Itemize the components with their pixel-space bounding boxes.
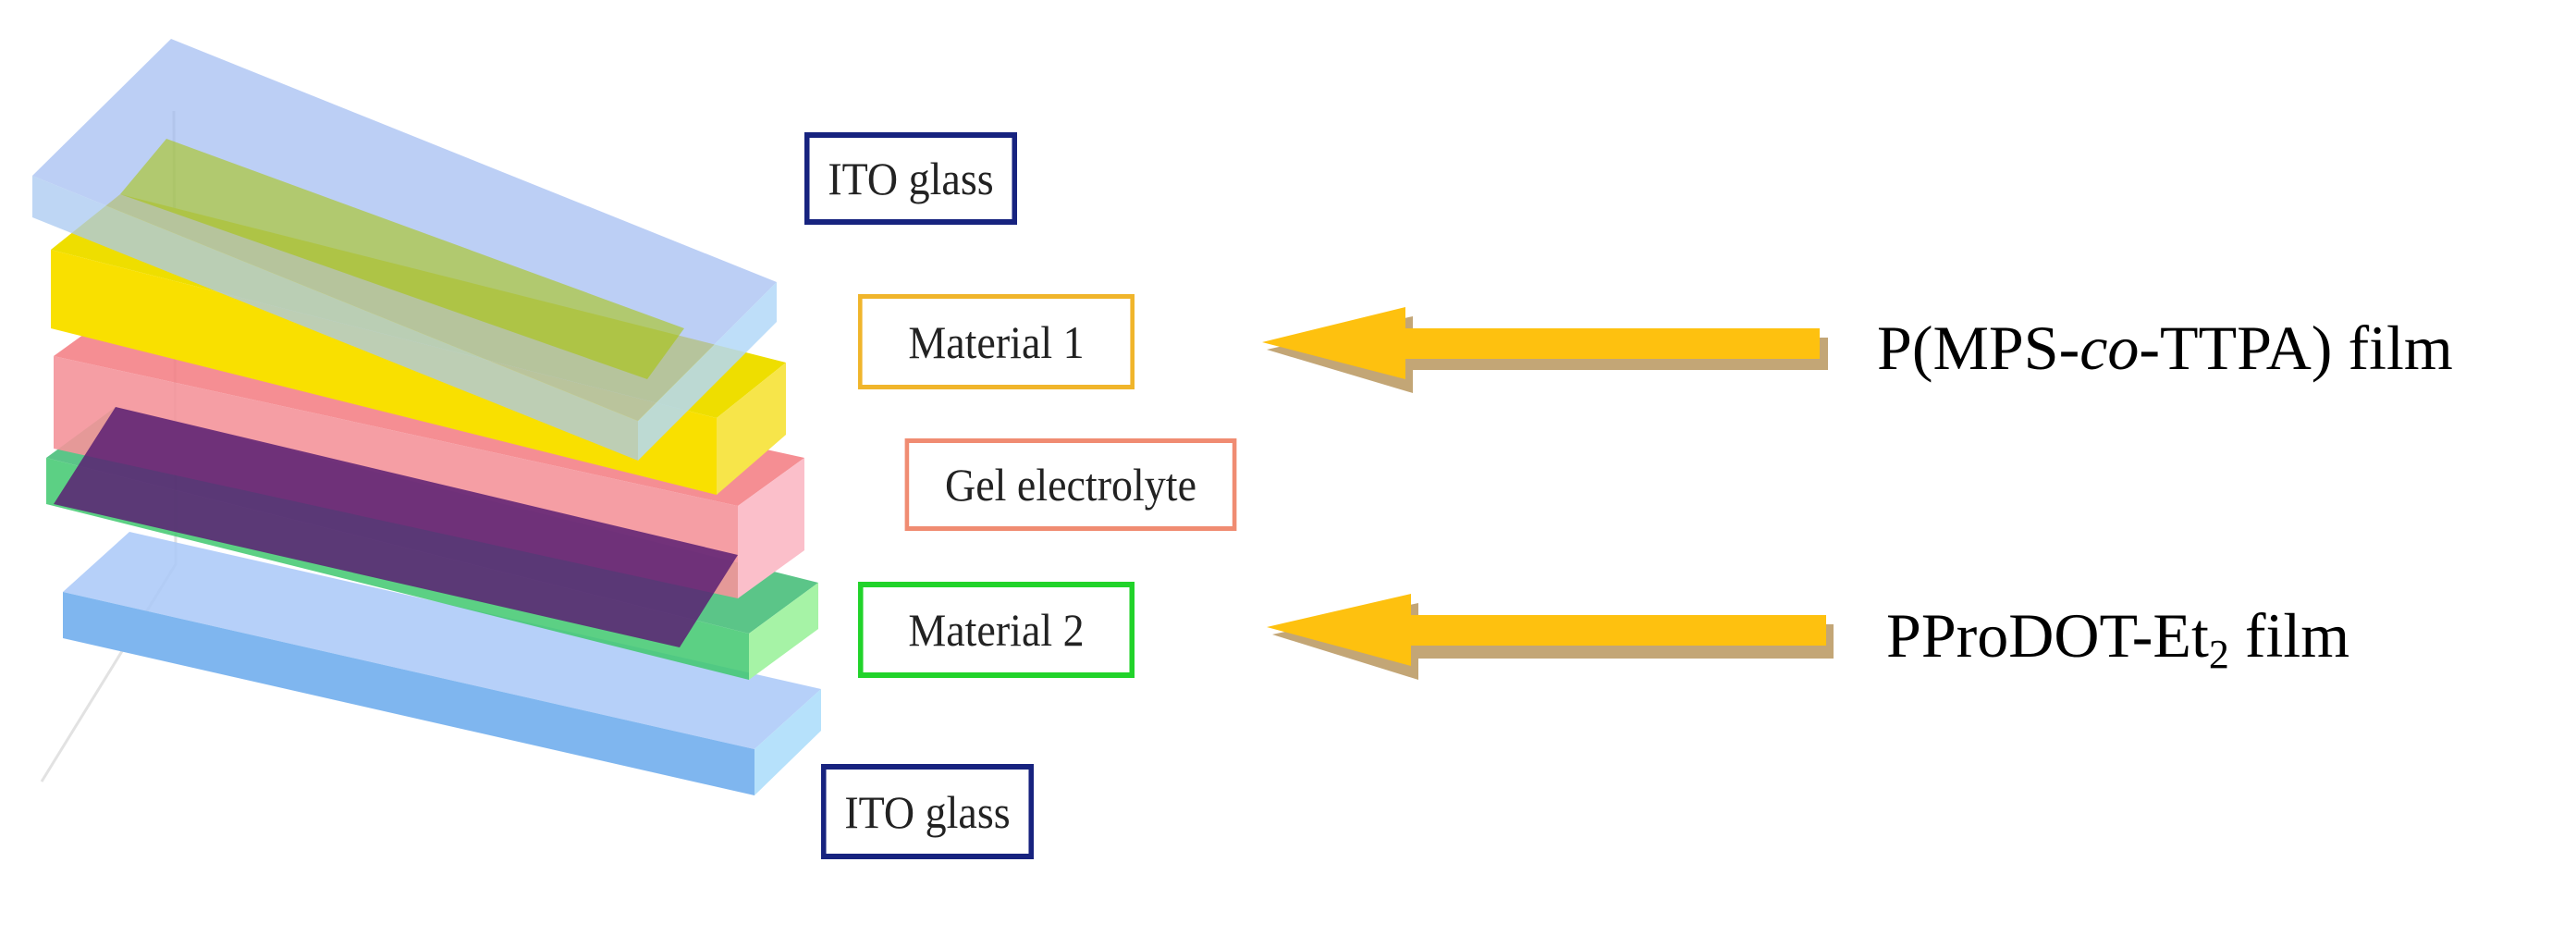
- arrow-bottom: [1267, 594, 1834, 680]
- caption-top-prefix: P(MPS-: [1877, 313, 2080, 383]
- label-ito-glass-top: ITO glass: [804, 132, 1017, 225]
- caption-top-suffix: -TTPA) film: [2139, 313, 2453, 383]
- label-ito-glass-bottom: ITO glass: [821, 764, 1034, 859]
- label-gel-electrolyte: Gel electrolyte: [904, 438, 1237, 531]
- caption-bottom-suffix: film: [2228, 600, 2350, 671]
- caption-material-1-film: P(MPS-co-TTPA) film: [1877, 316, 2453, 379]
- label-material-1: Material 1: [858, 294, 1135, 389]
- caption-bottom-subscript: 2: [2208, 632, 2229, 677]
- arrow-top: [1262, 307, 1828, 393]
- caption-bottom-main: PProDOT-Et: [1886, 600, 2209, 671]
- caption-top-italic: co: [2079, 313, 2140, 383]
- caption-material-2-film: PProDOT-Et2 film: [1886, 604, 2349, 675]
- layer-ito-glass-top: [32, 39, 777, 461]
- layer-ito-glass-bottom: [63, 532, 821, 795]
- label-material-2: Material 2: [858, 582, 1135, 678]
